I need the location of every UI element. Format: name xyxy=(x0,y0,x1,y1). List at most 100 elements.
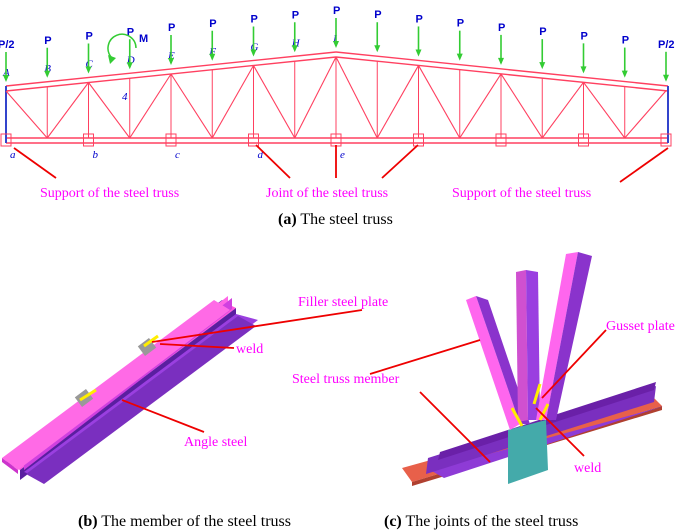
load-label: P xyxy=(127,26,134,38)
load-arrowhead-icon xyxy=(209,53,216,61)
load-label: P/2 xyxy=(658,39,675,51)
bottom-node-label: b xyxy=(93,149,99,161)
load-arrowhead-icon xyxy=(415,49,422,57)
member-label: Steel truss member xyxy=(292,372,400,387)
diagonal-b-12 xyxy=(541,82,584,139)
bottom-joint-box xyxy=(83,133,94,147)
diagonal-a-12 xyxy=(500,73,543,139)
load-arrowhead-icon xyxy=(44,70,51,78)
load-label: P xyxy=(498,22,505,34)
top-chord-right-inner xyxy=(335,56,669,92)
top-chord-left xyxy=(5,51,337,87)
load-label: P xyxy=(251,14,258,26)
caption-c: (c) The joints of the steel truss xyxy=(384,513,578,530)
load-arrowhead-icon xyxy=(291,45,298,53)
member-number-label: 4 xyxy=(122,91,128,103)
top-chord-right xyxy=(335,51,669,87)
load-arrowhead-icon xyxy=(621,70,628,78)
load-label: P xyxy=(209,18,216,30)
load-label: P xyxy=(44,35,51,47)
bottom-node-label: e xyxy=(340,149,345,161)
filler-plate-label: Filler steel plate xyxy=(298,295,388,310)
load-label: P xyxy=(374,9,381,21)
diagonal-b-10 xyxy=(459,73,502,139)
weld-label-c: weld xyxy=(574,461,601,476)
support-left-label: Support of the steel truss xyxy=(40,186,179,201)
load-label: P xyxy=(457,18,464,30)
load-label: P xyxy=(292,9,299,21)
load-arrowhead-icon xyxy=(498,57,504,65)
load-arrowhead-icon xyxy=(85,66,92,74)
bottom-node-label: c xyxy=(175,149,180,161)
load-label: P xyxy=(622,35,629,47)
load-arrowhead-icon xyxy=(374,45,381,53)
angle-steel-member xyxy=(2,296,258,484)
bottom-node-label: d xyxy=(258,149,264,161)
diagonal-a-6 xyxy=(253,65,296,139)
load-arrowhead-icon xyxy=(250,49,257,57)
load-label: P xyxy=(416,13,423,25)
top-node-label: I xyxy=(332,33,338,45)
moment-label: M xyxy=(139,33,148,45)
pointer-joint-left xyxy=(255,144,291,179)
diagonal-a-4 xyxy=(170,73,213,139)
load-arrowhead-icon xyxy=(456,53,463,61)
load-arrowhead-icon xyxy=(580,66,587,74)
steel-truss-diagram: ABCDEFGHIabcde xyxy=(0,33,672,161)
diagonal-a-0 xyxy=(5,90,48,139)
caption-a: (a) The steel truss xyxy=(278,211,393,228)
pointer-weld-b xyxy=(159,343,235,349)
weld-label-b: weld xyxy=(236,342,263,357)
load-arrowhead-icon xyxy=(168,58,174,65)
truss-joint-model xyxy=(402,252,664,486)
top-node-label: G xyxy=(251,42,259,54)
pointer-support-right xyxy=(619,147,669,183)
load-arrowhead-icon xyxy=(663,74,669,82)
diagonal-b-14 xyxy=(624,90,667,139)
pointer-member-1 xyxy=(369,339,481,375)
load-label: P xyxy=(86,31,93,43)
bottom-node-label: a xyxy=(10,149,16,161)
diagonal-a-2 xyxy=(88,82,131,139)
load-arrowhead-icon xyxy=(333,41,339,48)
bottom-joint-box xyxy=(248,133,259,147)
bottom-joint-box xyxy=(413,133,424,147)
diagonal-b-2 xyxy=(129,73,172,139)
load-arrowhead-icon xyxy=(539,62,546,70)
pointer-weld-c xyxy=(535,407,585,457)
diagonal-b-4 xyxy=(211,65,254,139)
pointer-angle xyxy=(121,399,205,433)
diagonal-a-8 xyxy=(335,56,378,139)
load-arrowhead-icon xyxy=(126,62,133,70)
diagonal-b-8 xyxy=(376,65,419,139)
caption-b: (b) The member of the steel truss xyxy=(78,513,291,530)
angle-steel-label: Angle steel xyxy=(184,435,247,450)
diagonal-b-6 xyxy=(294,56,337,139)
joint-label: Joint of the steel truss xyxy=(266,186,388,201)
diagonal-a-14 xyxy=(583,82,626,139)
top-node-label: H xyxy=(291,37,301,49)
moment-arc-icon xyxy=(107,33,137,59)
bottom-joint-box xyxy=(660,133,672,147)
support-right-label: Support of the steel truss xyxy=(452,186,591,201)
pointer-member-2 xyxy=(419,391,491,463)
bottom-joint-box xyxy=(0,133,12,147)
load-label: P xyxy=(539,26,546,38)
load-arrowhead-icon xyxy=(3,75,9,82)
top-node-label: C xyxy=(86,59,94,71)
pointer-joint-right xyxy=(381,144,419,179)
bottom-joint-box xyxy=(578,133,589,147)
gusset-label: Gusset plate xyxy=(606,319,675,334)
load-label: P xyxy=(581,30,588,42)
pointer-filler xyxy=(151,309,363,343)
pointer-support-left xyxy=(13,147,57,179)
bottom-joint-box xyxy=(495,133,507,147)
diagonal-b-0 xyxy=(46,82,89,139)
moment-arrowhead-icon xyxy=(108,55,116,64)
bottom-joint-box xyxy=(165,133,177,147)
load-label: P xyxy=(333,5,340,17)
load-label: P/2 xyxy=(0,39,15,51)
diagonal-a-10 xyxy=(418,65,461,139)
